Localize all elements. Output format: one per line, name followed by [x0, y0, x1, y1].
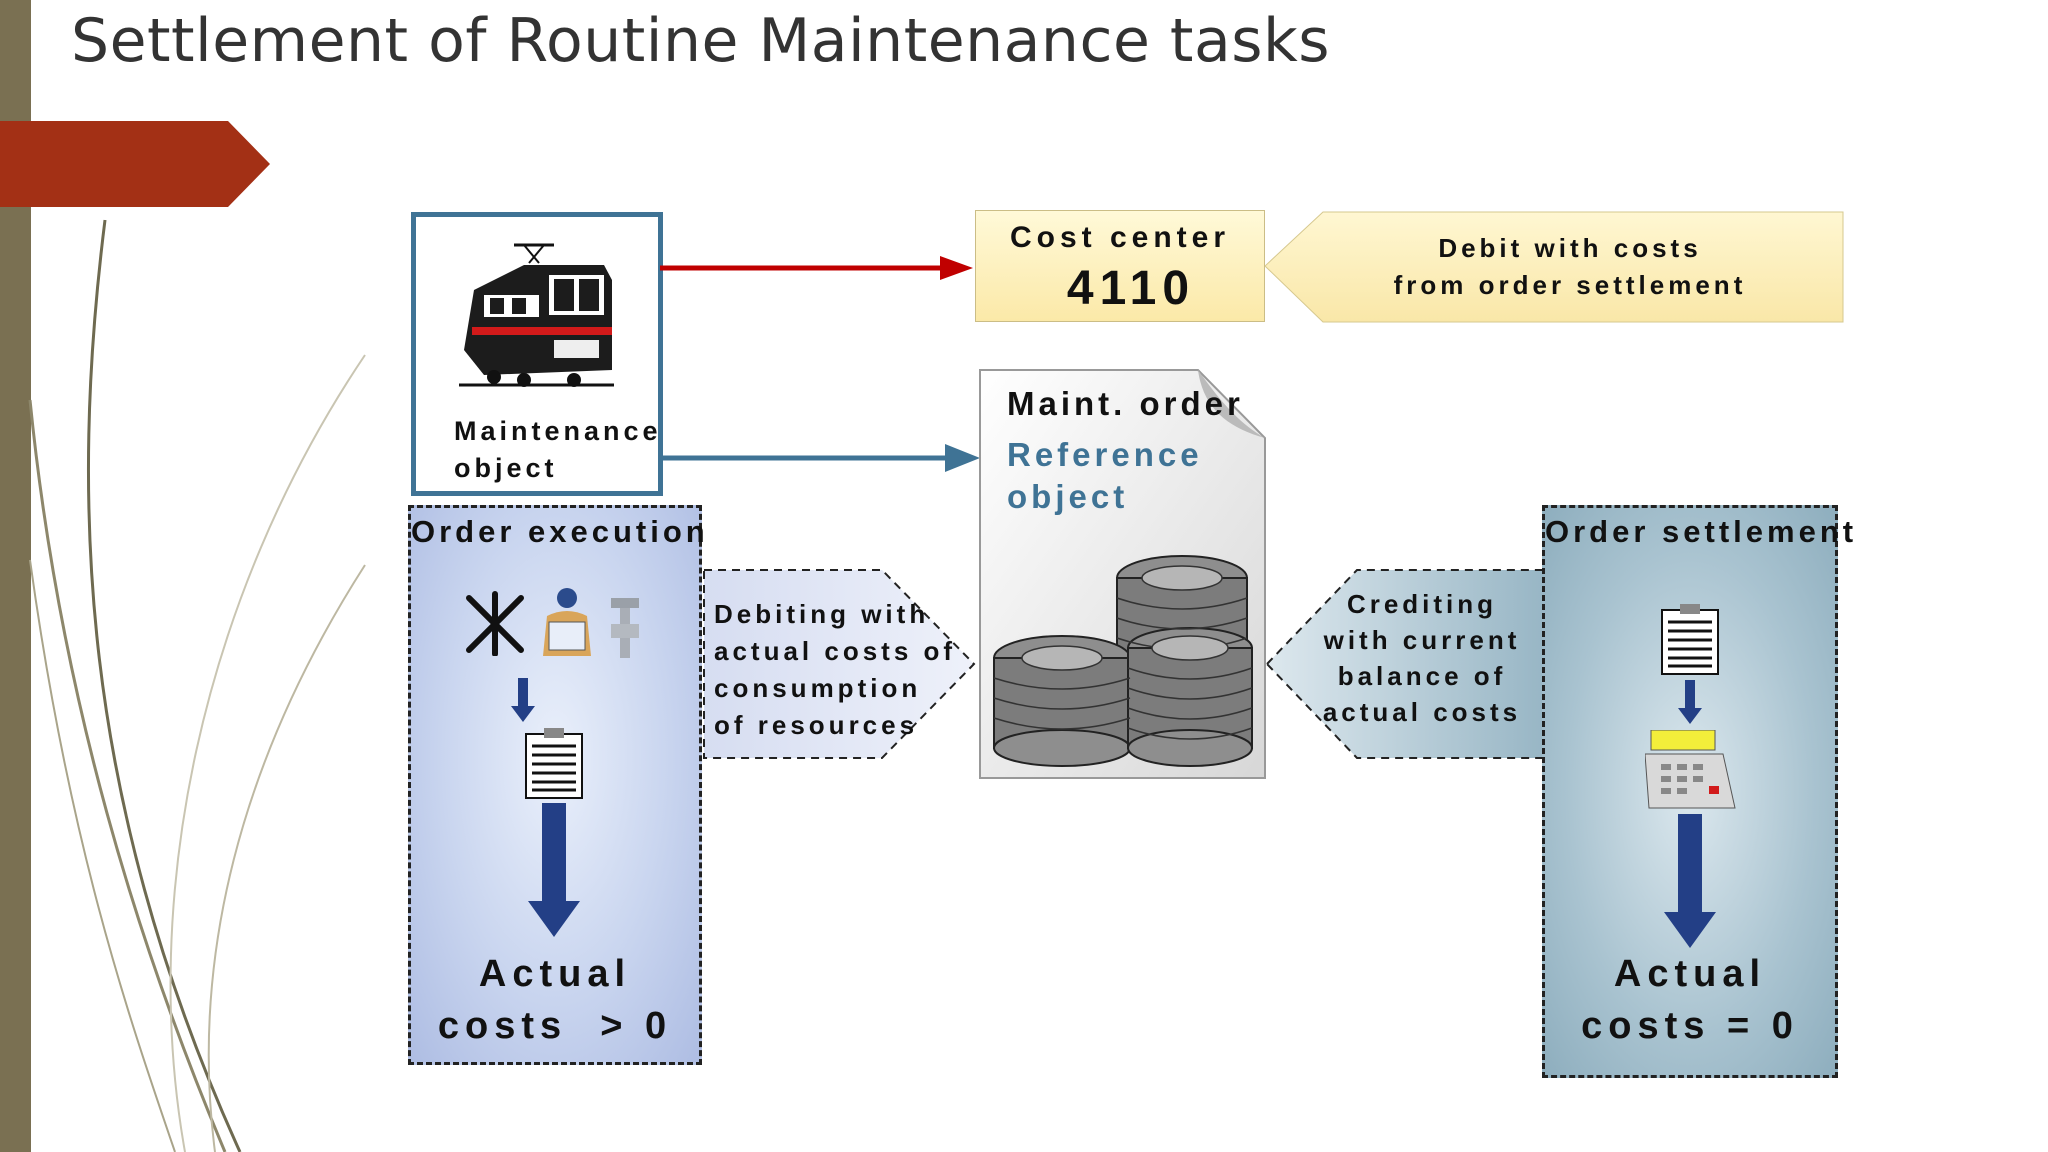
- cost-center-number: 4110: [1066, 262, 1196, 315]
- document-icon: [525, 728, 583, 799]
- arrow-down-large: [1664, 814, 1716, 948]
- arrow-down-small: [1678, 680, 1702, 724]
- maintenance-object-label: Maintenance object: [454, 416, 662, 483]
- order-settlement-box: Order settlement Actual costs = 0: [1542, 505, 1858, 1078]
- debiting-text: Debiting with actual costs of consumptio…: [714, 599, 957, 740]
- arrow-down-large: [528, 803, 580, 937]
- page-title: Settlement of Routine Maintenance tasks: [71, 6, 1330, 76]
- tools-icon: [466, 591, 524, 656]
- order-execution-title: Order execution: [411, 514, 709, 549]
- red-arrow: [660, 256, 973, 280]
- reference-object-label: Reference object: [1007, 436, 1203, 515]
- crediting-text: Crediting with current balance of actual…: [1322, 589, 1522, 727]
- coins-icon: [993, 555, 1253, 767]
- cash-register-icon: [1645, 730, 1736, 809]
- debit-note-arrow: [1265, 211, 1844, 323]
- order-settlement-actual-costs: Actual costs = 0: [1581, 953, 1799, 1047]
- decorative-curves: [28, 219, 366, 1152]
- maintenance-object-box: Maintenance object: [411, 212, 663, 496]
- valve-icon: [611, 598, 639, 658]
- cost-center-box: Cost center 4110: [975, 210, 1265, 322]
- train-icon: [459, 243, 614, 387]
- arrow-down-small: [511, 678, 535, 722]
- order-execution-box: Order execution Actual costs > 0: [408, 505, 709, 1065]
- title-ribbon-arrow: [0, 121, 270, 207]
- cost-center-label: Cost center: [1009, 221, 1231, 254]
- blue-arrow: [660, 444, 980, 472]
- maint-order-label: Maint. order: [1007, 385, 1244, 422]
- debit-note-text: Debit with costs from order settlement: [1393, 233, 1747, 300]
- order-execution-actual-costs: Actual costs > 0: [437, 953, 673, 1047]
- debiting-arrow: [703, 569, 976, 759]
- worker-icon: [543, 588, 591, 656]
- order-settlement-title: Order settlement: [1545, 514, 1858, 549]
- document-icon: [1661, 604, 1719, 675]
